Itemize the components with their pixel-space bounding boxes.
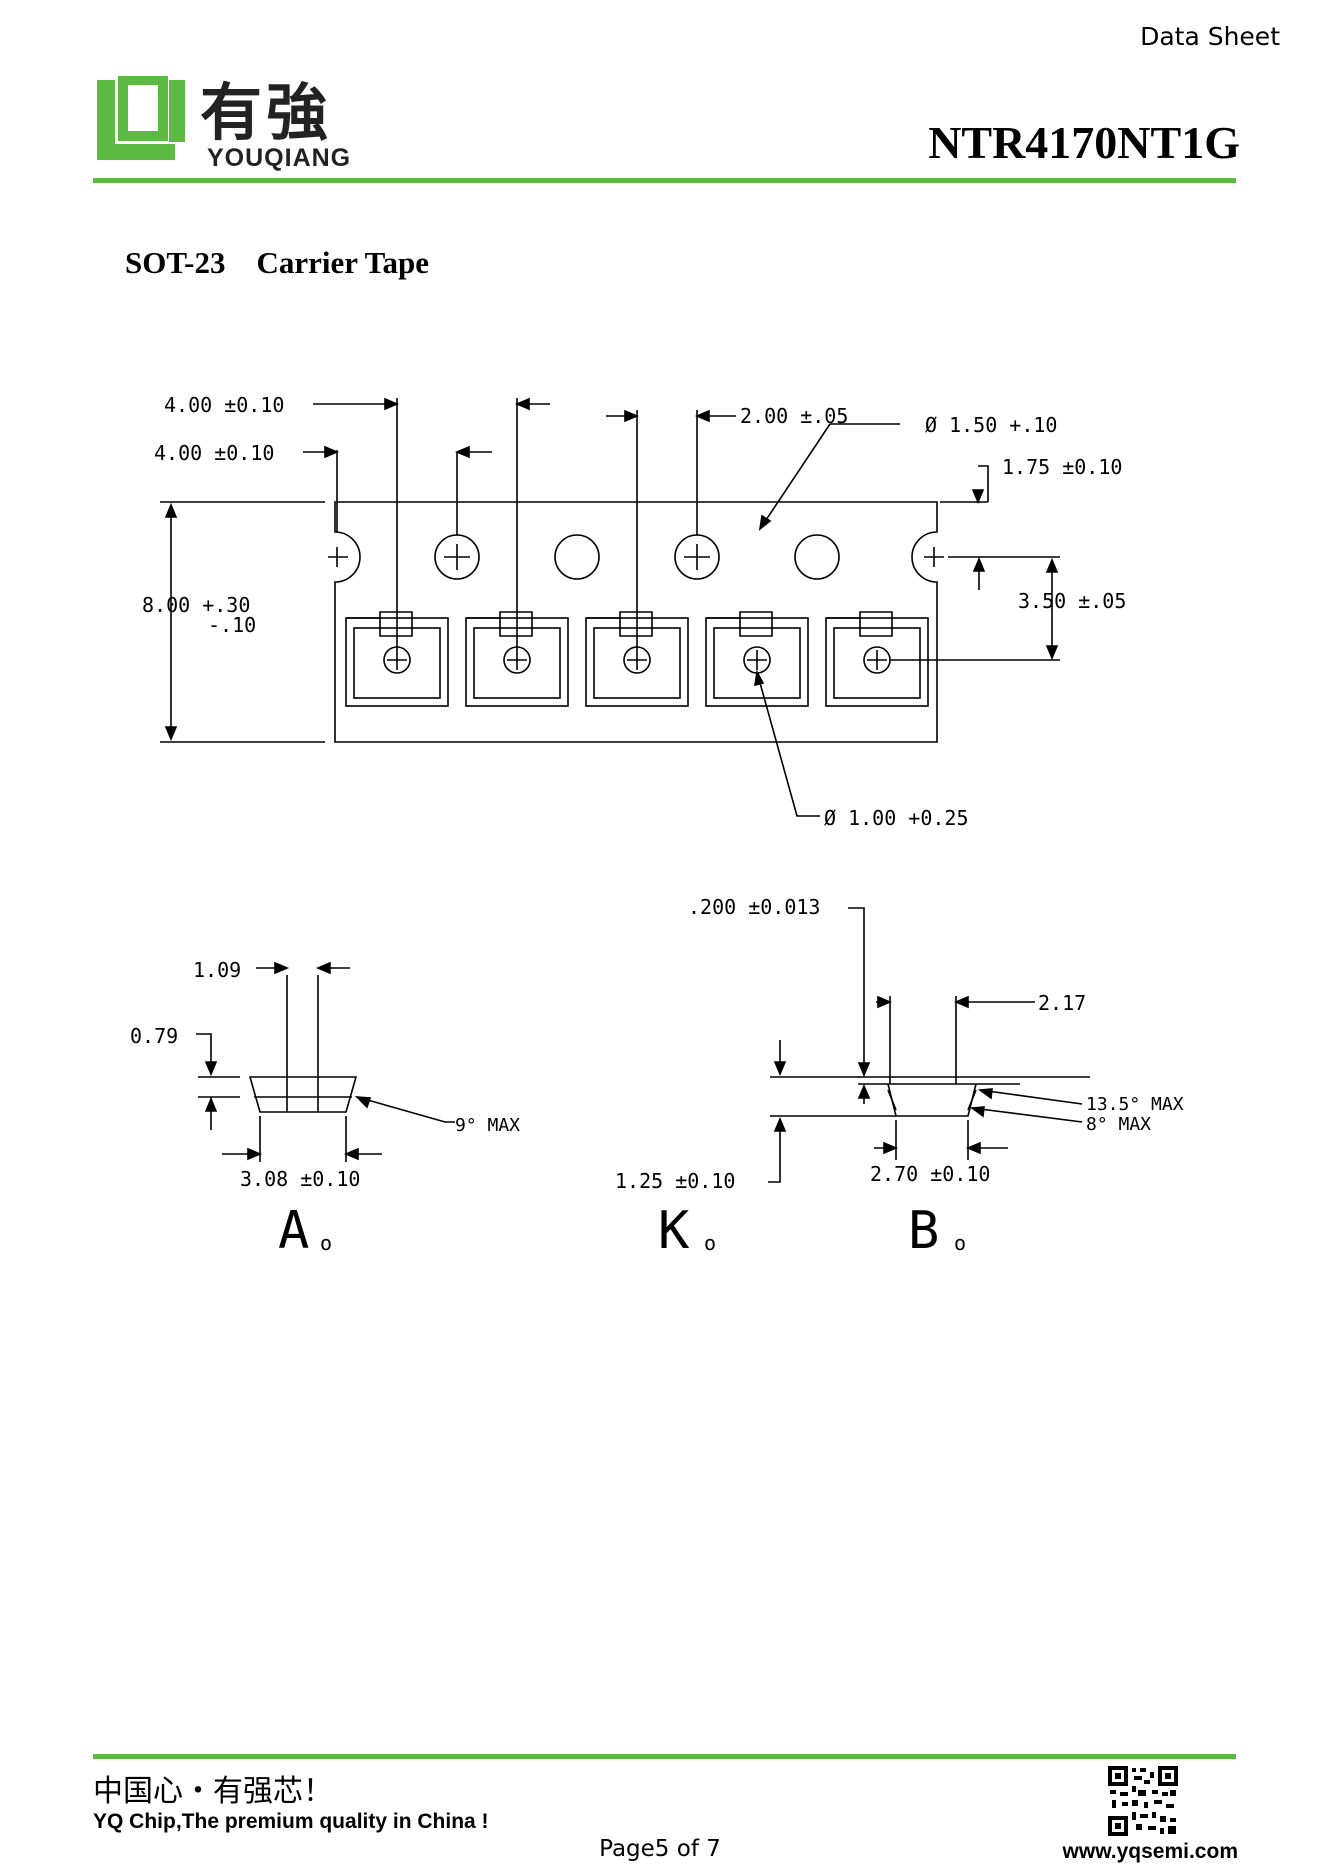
section-a-width-dim: 3.08 ±0.10 [240, 1167, 360, 1191]
footer-website: www.yqsemi.com [1062, 1840, 1238, 1863]
section-a-caption: A [278, 1201, 309, 1261]
section-a-top-dim: 1.09 [193, 958, 241, 982]
footer-slogan-english: YQ Chip,The premium quality in China ! [93, 1810, 489, 1833]
edge-to-hole-label: 1.75 ±0.10 [1002, 455, 1122, 479]
part-number-title: NTR4170NT1G [928, 117, 1240, 168]
tape-thickness-label: .200 ±0.013 [688, 895, 820, 919]
section-k-depth-dim: 1.25 ±0.10 [615, 1169, 735, 1193]
footer-slogan-chinese: 中国心・有强芯！ [93, 1774, 333, 1809]
section-a-depth-dim: 0.79 [130, 1024, 178, 1048]
section-b-angle-2: 8° MAX [1086, 1114, 1151, 1135]
section-b-top-dim: 2.17 [1038, 991, 1086, 1015]
section-k-caption-sub: o [704, 1231, 716, 1255]
footer-divider [93, 1754, 1236, 1759]
section-b-caption-sub: o [954, 1231, 966, 1255]
section-a-caption-sub: o [320, 1231, 332, 1255]
header-divider [93, 178, 1236, 183]
section-b-caption: B [908, 1201, 939, 1261]
section-title: SOT-23 Carrier Tape [125, 245, 430, 280]
f-distance-label: 3.50 ±.05 [1018, 589, 1126, 613]
page-number: Page5 of 7 [599, 1836, 721, 1862]
logo-chinese-text: 有強 [200, 76, 333, 149]
tape-width-tolerance-label: -.10 [208, 613, 256, 637]
pitch-sprocket-label: 4.00 ±0.10 [164, 393, 284, 417]
pocket-hole-label: Ø 1.00 +0.25 [824, 806, 969, 830]
company-logo-icon [97, 76, 185, 160]
section-a-angle: 9° MAX [455, 1115, 520, 1136]
qr-code-icon [1108, 1766, 1178, 1836]
logo-english-text: YOUQIANG [207, 144, 352, 172]
section-b-width-dim: 2.70 ±0.10 [870, 1162, 990, 1186]
tape-width-label: 8.00 +.30 [142, 593, 250, 617]
document-type-label: Data Sheet [1140, 22, 1280, 51]
p2-label: 2.00 ±.05 [740, 404, 848, 428]
section-k-caption: K [658, 1201, 690, 1261]
sprocket-diameter-label: Ø 1.50 +.10 [925, 413, 1057, 437]
carrier-tape-drawing: 4.00 ±0.10 4.00 ±0.10 2.00 ±.05 Ø 1.50 +… [130, 393, 1184, 1261]
section-b-angle-1: 13.5° MAX [1086, 1094, 1184, 1115]
pitch-pocket-label: 4.00 ±0.10 [154, 441, 274, 465]
